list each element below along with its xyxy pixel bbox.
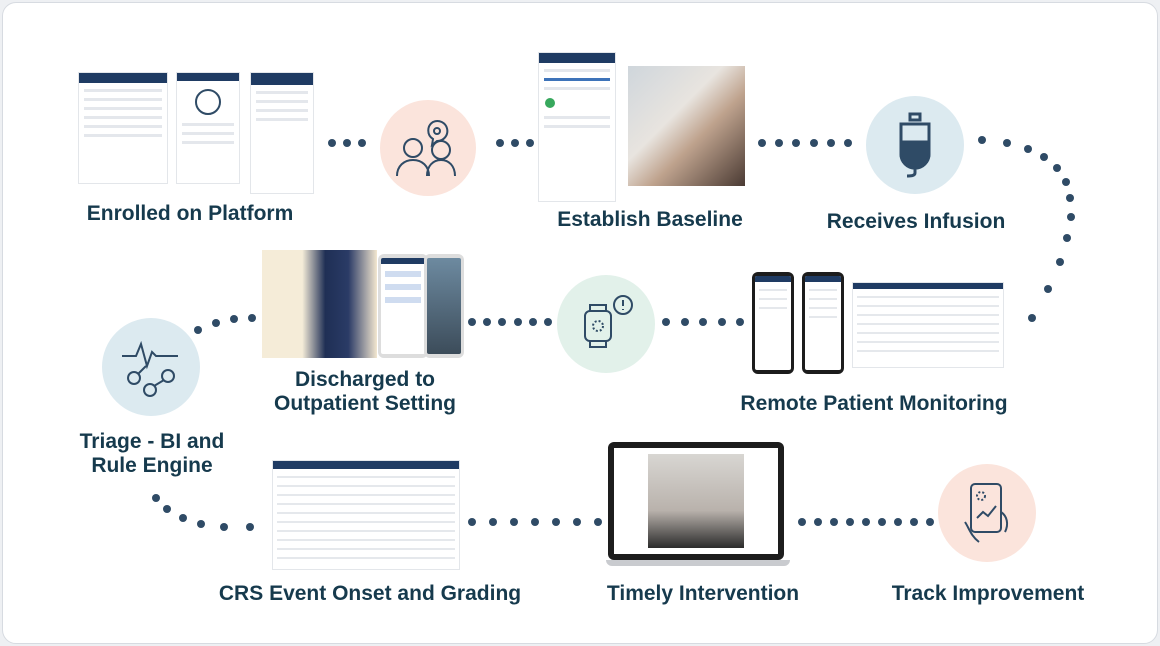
connector-dot [343,139,351,147]
phone-chart-icon [938,464,1036,562]
monitoring-phone-1 [752,272,794,374]
connector-dot [846,518,854,526]
connector-dot [1061,177,1070,186]
baseline-app-screenshot [538,52,616,202]
step-label-crs: CRS Event Onset and Grading [218,582,522,605]
enrollment-app-screenshot-3 [250,72,314,194]
step-label-monitoring: Remote Patient Monitoring [740,392,1008,415]
step-label-track: Track Improvement [891,582,1085,605]
connector-dot [1055,258,1064,267]
connector-dot [594,518,602,526]
connector-dot [526,139,534,147]
laptop-video-call [606,442,790,570]
connector-dot [830,518,838,526]
connector-dot [212,319,220,328]
connector-dot [489,518,497,526]
crs-grading-dashboard [272,460,460,570]
connector-dot [152,494,160,502]
discharged-line-2: Outpatient Setting [274,392,456,415]
connector-dot [1066,193,1075,202]
triage-line-2: Rule Engine [91,454,213,477]
connector-dot [717,318,726,326]
telehealth-phone-1 [378,254,428,358]
connector-dot [513,318,522,326]
connector-dot [844,139,852,147]
connector-dot [926,518,934,526]
connector-dot [573,518,581,526]
connector-dot [498,318,507,326]
connector-dot [1063,234,1072,243]
connector-dot [699,318,707,326]
connector-dot [978,136,986,144]
connector-dot [894,518,902,526]
triage-line-1: Triage - BI and [79,430,225,453]
connector-dot [736,318,744,326]
connector-dot [798,518,806,526]
connector-dot [230,315,238,324]
connector-dot [1053,164,1062,173]
connector-dot [662,318,670,326]
connector-dot [680,318,689,326]
step-label-infusion: Receives Infusion [826,210,1006,233]
connector-dot [328,139,336,147]
doctor-patient-photo [628,66,745,186]
connector-dot [809,139,818,147]
connector-dot [468,318,476,326]
smartwatch-alert-icon [557,275,655,373]
connector-dot [1043,284,1052,293]
telehealth-phone-2 [424,254,464,358]
connector-dot [862,518,870,526]
connector-dot [1002,139,1011,148]
connector-dot [178,514,187,522]
monitoring-phone-2 [802,272,844,374]
triage-analytics-icon [102,318,200,416]
connector-dot [163,505,172,514]
connector-dot [910,518,918,526]
connector-dot [219,522,228,531]
enrollment-app-screenshot-1 [78,72,168,184]
step-label-enrolled: Enrolled on Platform [86,202,294,225]
connector-dot [826,139,835,147]
connector-dot [197,519,206,528]
connector-dot [483,318,492,326]
connector-dot [1023,144,1032,153]
connector-dot [194,326,202,334]
discharged-line-1: Discharged to [294,368,436,391]
connector-dot [358,139,366,147]
connector-dot [544,318,552,326]
step-label-baseline: Establish Baseline [557,208,743,231]
connector-dot [528,318,537,326]
connector-dot [531,518,539,526]
step-label-intervention: Timely Intervention [606,582,800,605]
doctor-consult-icon [380,100,476,196]
connector-dot [878,518,886,526]
connector-dot [792,139,801,147]
connector-dot [246,523,254,531]
connector-dot [496,139,504,147]
connector-dot [552,518,560,526]
connector-dot [814,518,822,526]
connector-dot [248,314,256,322]
connector-dot [468,518,476,526]
monitoring-dashboard [852,282,1004,368]
enrollment-app-screenshot-2 [176,72,240,184]
connector-dot [1040,153,1049,162]
connector-dot [775,139,784,147]
connector-dot [511,139,519,147]
connector-dot [1028,314,1036,322]
connector-dot [1066,212,1075,221]
iv-bag-icon [866,96,964,194]
nurse-tablet-photo [262,250,377,358]
connector-dot [510,518,518,526]
connector-dot [758,139,766,147]
